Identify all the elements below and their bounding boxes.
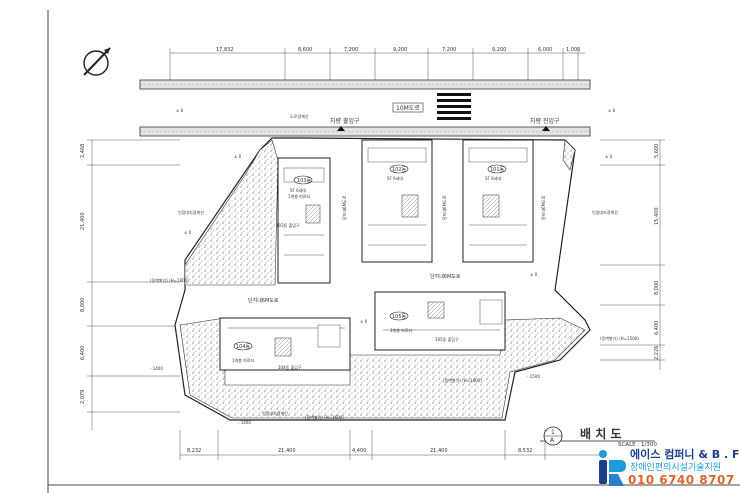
boundary-label-right: 인접대지경계선	[592, 209, 618, 215]
entry-left-arrow-icon	[337, 126, 345, 131]
left-dim-1: 2,468	[80, 144, 86, 158]
building-104-ground: 1개층 피로티	[232, 357, 255, 363]
title-letter: A	[550, 437, 555, 444]
landscape-bottom	[179, 317, 586, 419]
right-dim-2: 15,400	[654, 208, 660, 226]
retaining-1: (옹벽쌓기) (H=1800)	[150, 277, 189, 283]
top-dim-2: 8,600	[298, 47, 312, 53]
road-label: 10M도로	[396, 105, 420, 112]
top-dimension-line	[169, 48, 585, 82]
right-dim-1: 5,600	[654, 144, 660, 158]
level-marker-9: - 1400	[238, 420, 251, 425]
complex-road-label-v2: 단지내6M도로	[441, 195, 447, 220]
brand-name: 에이스 컴퍼니 & B . F	[630, 448, 740, 461]
left-dim-2: 21,400	[80, 213, 86, 231]
level-marker-3: ± 0	[234, 154, 242, 159]
top-dim-8: 1,000	[566, 47, 580, 53]
bottom-dim-5: 8,532	[518, 448, 532, 454]
building-102-label: 102동	[392, 167, 407, 173]
boundary-label-left: 인접대지경계선	[178, 209, 204, 215]
road-10m	[139, 79, 591, 137]
title-scale: SCALE : 1/300	[618, 442, 657, 448]
complex-road-label-v3: 단지내6M도로	[540, 195, 546, 220]
top-dim-6: 9,200	[492, 47, 506, 53]
complex-road-label-1: 단지내6M도로	[248, 297, 279, 304]
building-103-tag	[293, 175, 313, 185]
building-104	[219, 317, 351, 371]
top-dim-1: 17,832	[216, 47, 234, 53]
level-marker-7: ± 0	[360, 319, 368, 324]
retaining-4: (옹벽쌓기) (H=1500)	[600, 335, 639, 341]
entry-right: 차량 진입구	[530, 117, 560, 125]
entry-right-arrow-icon	[542, 126, 550, 131]
retaining-2: (옹벽쌓기) (H=1600)	[305, 414, 344, 420]
title-name: 배 치 도	[580, 426, 621, 441]
building-104-entry: 104동 출입구	[278, 364, 302, 370]
building-102-floor: 5F 6세대	[387, 175, 403, 181]
landscape-left	[184, 139, 279, 286]
level-marker-8: - 1400	[150, 366, 163, 371]
right-dimension-line	[600, 139, 665, 370]
top-dim-3: 7,200	[344, 47, 358, 53]
level-marker-6: ± 0	[530, 272, 538, 277]
level-marker-4: ± 0	[605, 154, 613, 159]
building-101-tag	[487, 164, 507, 174]
right-dim-4: 6,400	[654, 321, 660, 335]
left-dimension-line	[87, 139, 180, 430]
building-105-tag	[389, 311, 409, 321]
building-101	[462, 139, 534, 263]
building-103-ground: 1개층 피로티	[288, 193, 311, 199]
left-dim-3: 8,000	[80, 298, 86, 312]
top-dim-4: 9,200	[393, 47, 407, 53]
building-103-floor: 5F 6세대	[290, 187, 306, 193]
bottom-dim-1: 8,232	[187, 448, 201, 454]
building-105-label: 105동	[392, 314, 407, 320]
building-102	[361, 139, 433, 263]
crosswalk	[437, 93, 471, 120]
building-101-label: 101동	[490, 167, 505, 173]
building-102-tag	[389, 164, 409, 174]
boundary-label-top: 도로경계선	[290, 113, 309, 119]
title-number: 1	[551, 429, 555, 436]
building-105-ground: 1개층 피로티	[390, 327, 413, 333]
building-105	[374, 291, 506, 351]
left-dim-5: 2,079	[80, 390, 86, 404]
road-label-box	[392, 102, 424, 113]
building-104-tag	[233, 341, 253, 351]
top-dim-7: 6,000	[538, 47, 552, 53]
building-103-entry: 103동 출입구	[276, 222, 300, 228]
boundary-label-bottom: 인접대지경계선	[262, 410, 288, 416]
brand-phone: 010 6740 8707	[628, 473, 735, 487]
level-marker-5: ± 0	[184, 230, 192, 235]
brand-tagline: 장애인편의시설기술지원	[630, 463, 722, 473]
bottom-dim-2: 21,400	[278, 448, 296, 454]
complex-road-label-2: 단지내6M도로	[430, 273, 461, 280]
building-105-entry: 105동 출입구	[435, 336, 459, 342]
bottom-dim-4: 21,400	[430, 448, 448, 454]
complex-road-label-v1: 단지내6M도로	[341, 195, 347, 220]
retaining-3: (옹벽쌓기) (H=1800)	[443, 377, 482, 383]
landscape-right	[562, 139, 576, 171]
bottom-dimension-line	[179, 430, 600, 460]
level-marker-10: - 1500	[527, 374, 540, 379]
top-dim-5: 7,200	[442, 47, 456, 53]
north-arrow-icon	[83, 47, 111, 76]
right-dim-5: 2,226	[654, 346, 660, 360]
right-dim-3: 8,000	[654, 281, 660, 295]
company-logo-icon	[599, 450, 626, 486]
level-marker-2: ± 0	[608, 108, 616, 113]
building-103-label: 103동	[297, 178, 312, 184]
level-marker-1: ± 0	[176, 108, 184, 113]
building-101-floor: 5F 6세대	[485, 175, 501, 181]
left-dim-4: 6,400	[80, 346, 86, 360]
title-block	[540, 426, 655, 446]
bottom-dim-3: 4,400	[352, 448, 366, 454]
entry-left: 차량 출입구	[330, 117, 360, 125]
building-104-label: 104동	[236, 344, 251, 350]
